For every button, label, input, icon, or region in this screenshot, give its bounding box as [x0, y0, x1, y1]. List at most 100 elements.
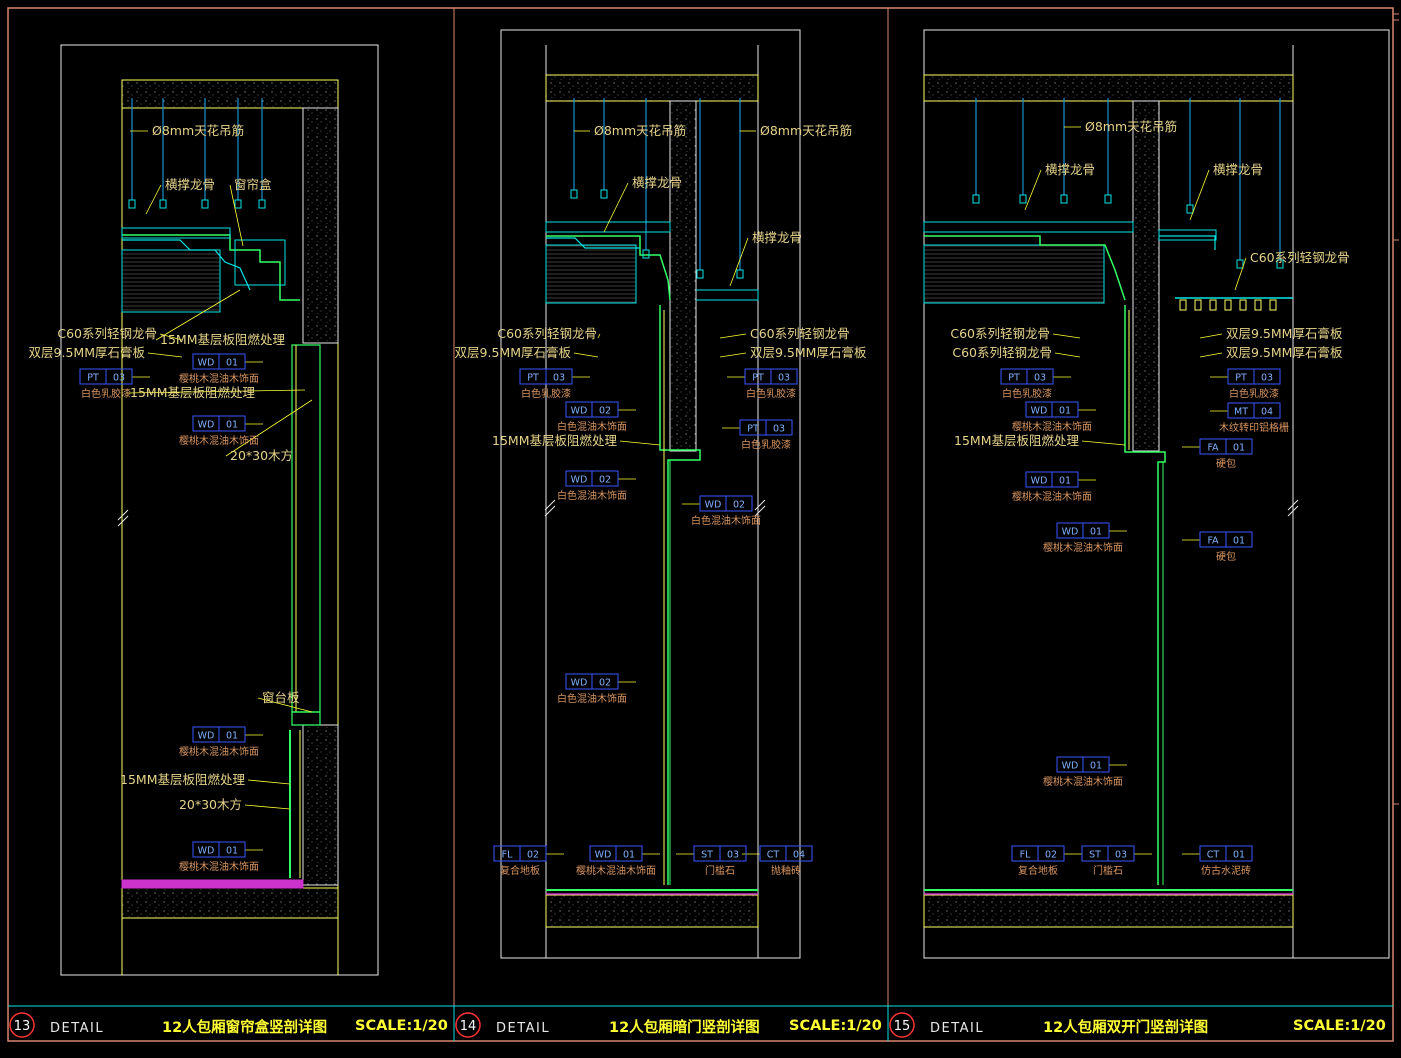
material-tag-code: WD [198, 420, 215, 431]
material-tag-description: 白色混油木饰面 [557, 489, 627, 502]
sheet-number-ring [455, 1012, 481, 1038]
sheet-number-ring [889, 1012, 915, 1038]
detail-label: DETAIL [496, 1021, 550, 1036]
annotation-label: 双层9.5MM厚石膏板 [750, 345, 867, 360]
material-tag-number: 01 [1090, 527, 1102, 538]
material-tag-description: 白色乳胶漆 [746, 387, 796, 400]
annotation-label: 横撑龙骨 [165, 177, 215, 192]
section-13-geometry [60, 44, 379, 976]
sheet-scale: SCALE:1/20 [789, 1018, 882, 1034]
material-tag-code: WD [198, 731, 215, 742]
material-tag-number: 01 [1233, 850, 1245, 861]
annotation-label: 20*30木方 [179, 797, 242, 812]
material-tag-code: WD [1031, 476, 1048, 487]
annotation-label: C60系列轻钢龙骨 [750, 326, 850, 341]
material-tag-number: 01 [226, 420, 238, 431]
annotation-label: 横撑龙骨 [752, 230, 802, 245]
material-tag-code: WD [571, 475, 588, 486]
annotation-label: 15MM基层板阻燃处理 [954, 433, 1079, 448]
material-tag-code: ST [1089, 850, 1101, 861]
material-tag-number: 02 [527, 850, 539, 861]
material-tag-code: CT [1207, 850, 1220, 861]
material-tag-number: 03 [727, 850, 739, 861]
material-tag-description: 白色乳胶漆 [1229, 387, 1279, 400]
annotation-label: 窗台板 [262, 690, 300, 705]
leader-lines [125, 126, 1247, 855]
material-tag-number: 01 [1233, 443, 1245, 454]
material-tag-number: 01 [1059, 406, 1071, 417]
sheet-number-ring [9, 1012, 35, 1038]
sheet-number: 14 [460, 1019, 477, 1034]
material-tag-code: WD [1062, 527, 1079, 538]
material-tag-number: 01 [623, 850, 635, 861]
material-tag-number: 02 [733, 500, 745, 511]
material-tag-code: WD [1031, 406, 1048, 417]
material-tag-description: 樱桃木混油木饰面 [179, 434, 259, 447]
material-tag-description: 白色乳胶漆 [1002, 387, 1052, 400]
material-tag-number: 03 [553, 373, 565, 384]
material-tag-number: 01 [226, 731, 238, 742]
annotation-label: 双层9.5MM厚石膏板 [455, 345, 572, 360]
sheet-title: 12人包厢暗门竖剖详图 [609, 1018, 760, 1036]
material-tag-code: FA [1207, 443, 1219, 454]
annotation-label: Ø8mm天花吊筋 [1085, 119, 1177, 134]
annotation-label: 15MM基层板阻燃处理 [492, 433, 617, 448]
material-tag-code: FA [1207, 536, 1219, 547]
material-tag: WD 01 樱桃木混油木饰面 [1043, 522, 1123, 554]
material-tag-number: 01 [226, 846, 238, 857]
material-tag-number: 04 [1261, 407, 1273, 418]
sheet-scale: SCALE:1/20 [1293, 1018, 1386, 1034]
section-15-geometry [923, 29, 1390, 959]
material-tag-description: 樱桃木混油木饰面 [1043, 775, 1123, 788]
material-tag-description: 樱桃木混油木饰面 [1012, 420, 1092, 433]
edge-ticks [1393, 13, 1399, 805]
annotation-label: C60系列轻钢龙骨 [950, 326, 1050, 341]
material-tag: WD 01 樱桃木混油木饰面 [576, 845, 656, 877]
annotation-label: 双层9.5MM厚石膏板 [1226, 326, 1343, 341]
material-tag-code: ST [701, 850, 713, 861]
material-tag-description: 白色混油木饰面 [557, 692, 627, 705]
annotation-label: 窗帘盒 [234, 177, 272, 192]
material-tag-code: PT [747, 424, 759, 435]
material-tag-code: FL [1020, 850, 1031, 861]
material-tag: WD 01 樱桃木混油木饰面 [179, 415, 259, 447]
material-tag-description: 硬包 [1216, 550, 1236, 563]
annotation-label: Ø8mm天花吊筋 [760, 123, 852, 138]
sheet-number: 13 [14, 1019, 31, 1034]
material-tag-number: 03 [778, 373, 790, 384]
material-tag-description: 白色乳胶漆 [741, 438, 791, 451]
sheet-title: 12人包厢窗帘盒竖剖详图 [162, 1018, 327, 1036]
material-tag-number: 03 [1261, 373, 1273, 384]
material-tag-description: 樱桃木混油木饰面 [1043, 541, 1123, 554]
annotation-label: C60系列轻钢龙骨 [952, 345, 1052, 360]
sheet-scale: SCALE:1/20 [355, 1018, 448, 1034]
material-tag-description: 门槛石 [1093, 864, 1123, 877]
material-tag-code: WD [595, 850, 612, 861]
material-tag-number: 01 [1059, 476, 1071, 487]
material-tag-description: 抛釉砖 [771, 864, 801, 877]
material-tag-description: 白色乳胶漆 [521, 387, 571, 400]
annotation-label: C60系列轻钢龙骨 [1250, 250, 1350, 265]
material-tag-code: WD [705, 500, 722, 511]
material-tag-code: CT [767, 850, 780, 861]
material-tag-description: 复合地板 [1018, 864, 1058, 877]
annotation-label: 横撑龙骨 [1213, 162, 1263, 177]
material-tag-number: 01 [1233, 536, 1245, 547]
material-tag-description: 樱桃木混油木饰面 [576, 864, 656, 877]
